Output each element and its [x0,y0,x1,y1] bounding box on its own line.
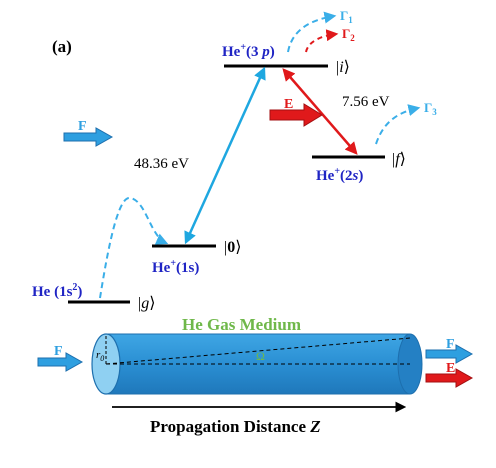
field-E-label-right: E [446,361,455,376]
decay-gamma3-curve [375,104,421,145]
field-F-arrow-left [37,352,84,372]
propagation-axis-label: Propagation Distance Z [150,417,321,436]
emission-transition-arrow [282,68,358,155]
decay-gamma1-curve [287,11,337,53]
medium-title: He Gas Medium [182,315,301,334]
emission-energy-label: 7.56 eV [342,94,390,110]
excitation-dashed-curve [99,197,169,299]
ket-g: |g⟩ [138,295,155,312]
decay-gamma2-label: Γ2 [342,26,355,43]
decay-gamma1-label: Γ1 [340,8,353,25]
solid-angle-label: Ω [256,349,265,363]
field-F-arrow-top [63,127,114,147]
label-he-1s2: He (1s2) [32,282,82,300]
decay-gamma2-curve [305,29,339,53]
ket-zero: |0⟩ [224,239,241,256]
label-he-1s: He+(1s) [152,258,199,276]
label-he-3p: He+(3 p) [222,42,275,60]
pump-energy-label: 48.36 eV [134,156,189,172]
ket-i: |i⟩ [336,59,350,76]
decay-gamma3-label: Γ3 [424,100,437,117]
cylinder-solid-angle-line [105,337,411,365]
field-F-label-top: F [78,119,87,134]
field-F-arrow-right [425,344,474,364]
field-F-label-left: F [54,344,63,359]
ket-f: |f⟩ [392,151,406,168]
field-F-label-right: F [446,337,455,352]
panel-label: (a) [52,37,72,56]
field-E-arrow-right [425,368,474,388]
field-E-arrow-top [269,103,323,127]
pump-transition-arrow [184,66,266,245]
radius-label: r0 [96,349,104,363]
field-E-label-top: E [284,97,293,112]
label-he-2s: He+(2s) [316,166,363,184]
